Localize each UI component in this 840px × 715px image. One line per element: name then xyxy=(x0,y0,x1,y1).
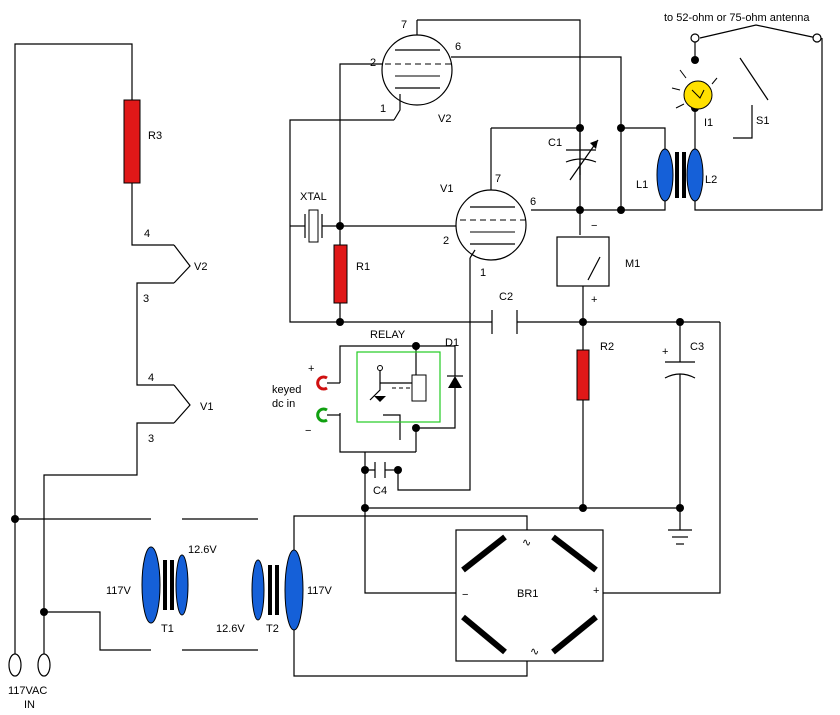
transformer-t2: T2 12.6V 117V xyxy=(216,549,333,635)
heater-v1-label: V1 xyxy=(200,401,213,413)
antenna-label: to 52-ohm or 75-ohm antenna xyxy=(664,12,810,24)
capacitor-c3: C3 + xyxy=(662,322,704,508)
l2-label: L2 xyxy=(705,174,717,186)
keyed-label-line1: keyed xyxy=(272,384,301,396)
r1-label: R1 xyxy=(356,261,370,273)
tube-v1: V1 7 6 2 1 xyxy=(440,173,536,279)
v2-pin1: 1 xyxy=(380,103,386,115)
v1-pin1: 1 xyxy=(480,267,486,279)
relay: RELAY xyxy=(356,329,441,423)
antenna-terminals: to 52-ohm or 75-ohm antenna xyxy=(664,12,822,43)
wiring xyxy=(14,19,823,677)
br1-plus: + xyxy=(593,585,599,597)
l1-label: L1 xyxy=(636,179,648,191)
d1-label: D1 xyxy=(445,337,459,349)
tube-v2: 7 6 2 1 V2 xyxy=(370,19,461,125)
c1-label: C1 xyxy=(548,137,562,149)
c4-label: C4 xyxy=(373,485,387,497)
m1-minus: − xyxy=(591,220,597,232)
ac-in-line2: IN xyxy=(24,699,35,711)
r3-label: R3 xyxy=(148,130,162,142)
v2-pin6: 6 xyxy=(455,41,461,53)
v2-pin7: 7 xyxy=(401,19,407,31)
capacitor-c4: C4 xyxy=(373,462,387,497)
v1-pin6: 6 xyxy=(530,196,536,208)
heater-v2: V2 4 3 xyxy=(143,228,207,305)
lamp-i1: I1 xyxy=(671,69,718,129)
resistor-r3-body xyxy=(123,99,141,184)
transformer-t1: T1 117V 12.6V xyxy=(106,544,217,635)
jack-plus: + xyxy=(308,363,314,375)
i1-label: I1 xyxy=(704,117,713,129)
br1-ac-top: ∿ xyxy=(522,537,531,549)
ac-input-plug: 117VAC IN xyxy=(8,653,51,711)
c3-plus: + xyxy=(662,346,668,358)
v1-label: V1 xyxy=(440,183,453,195)
v1-pin2: 2 xyxy=(443,235,449,247)
r2-label: R2 xyxy=(600,341,614,353)
keyed-label-line2: dc in xyxy=(272,398,295,410)
t2-label: T2 xyxy=(266,623,279,635)
meter-m1: M1 − + xyxy=(556,220,640,306)
switch-s1: S1 xyxy=(756,115,769,127)
v2-label: V2 xyxy=(438,113,451,125)
ac-in-line1: 117VAC xyxy=(8,685,47,697)
diode-d1: D1 xyxy=(445,337,463,395)
relay-outline xyxy=(356,351,441,423)
t2-secondary: 117V xyxy=(307,585,333,597)
keyed-dc-input: + − keyed dc in xyxy=(272,363,340,437)
bridge-rectifier-br1: BR1 ∿ ∿ − + xyxy=(455,529,604,662)
v1-pin7: 7 xyxy=(495,173,501,185)
capacitor-c1: C1 xyxy=(548,137,599,181)
c3-label: C3 xyxy=(690,341,704,353)
heater-v2-label: V2 xyxy=(194,261,207,273)
coil-l2 xyxy=(686,148,704,202)
crystal-xtal: XTAL xyxy=(300,191,327,243)
t2-primary: 12.6V xyxy=(216,623,245,635)
br1-minus: − xyxy=(462,589,468,601)
t1-secondary: 12.6V xyxy=(188,544,217,556)
t1-primary: 117V xyxy=(106,585,132,597)
m1-plus: + xyxy=(591,294,597,306)
resistor-r2: R2 xyxy=(576,341,614,401)
xtal-label: XTAL xyxy=(300,191,327,203)
heater-v1-pin4: 4 xyxy=(148,372,154,384)
coils-l1-l2: L1 L2 xyxy=(636,148,717,202)
heater-v1: V1 4 3 xyxy=(148,372,213,445)
heater-v2-pin4: 4 xyxy=(144,228,150,240)
resistor-r1: R1 xyxy=(333,244,370,304)
coil-l1 xyxy=(656,148,674,202)
heater-v1-pin3: 3 xyxy=(148,433,154,445)
br1-label: BR1 xyxy=(517,588,538,600)
t1-label: T1 xyxy=(161,623,174,635)
s1-label: S1 xyxy=(756,115,769,127)
jack-minus: − xyxy=(305,425,311,437)
resistor-r3: R3 xyxy=(123,99,162,184)
resistor-r2-body xyxy=(576,349,590,401)
capacitor-c2: C2 xyxy=(491,291,518,334)
m1-label: M1 xyxy=(625,258,640,270)
resistor-r1-body xyxy=(333,244,348,304)
br1-ac-bottom: ∿ xyxy=(530,646,539,658)
c2-label: C2 xyxy=(499,291,513,303)
ground-symbol xyxy=(668,529,692,545)
relay-label: RELAY xyxy=(370,329,406,341)
heater-v2-pin3: 3 xyxy=(143,293,149,305)
v2-pin2: 2 xyxy=(370,57,376,69)
